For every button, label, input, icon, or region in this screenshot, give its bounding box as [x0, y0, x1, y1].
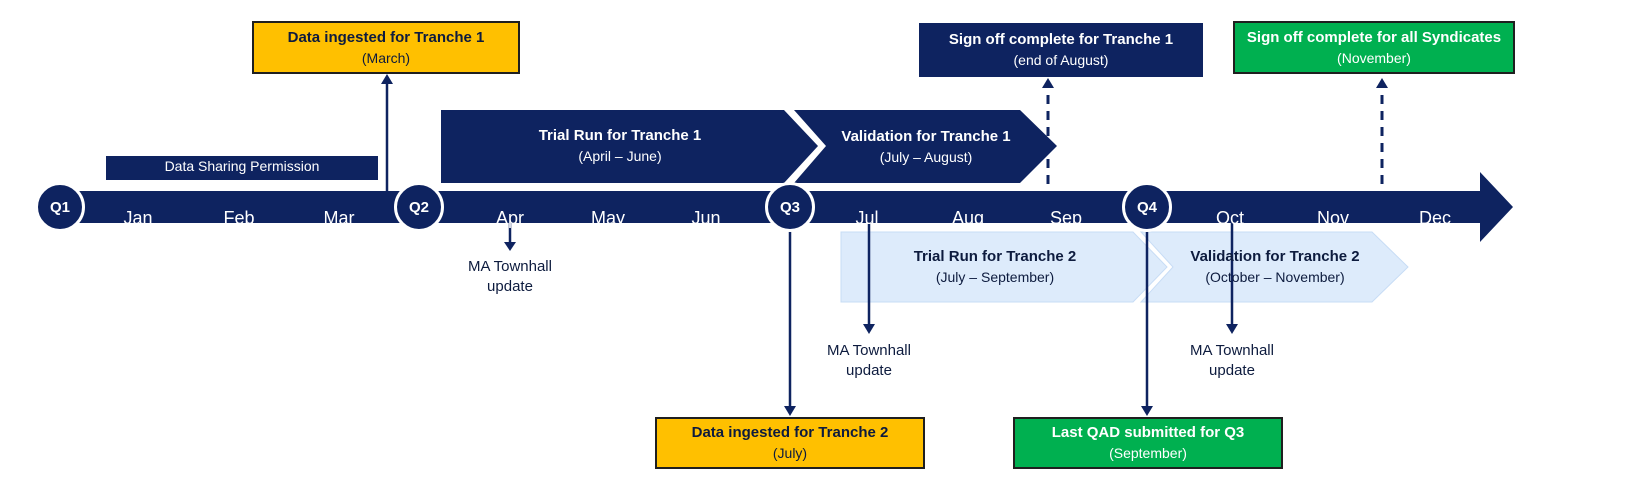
- month-feb: Feb: [223, 208, 255, 228]
- valid-t1-title: Validation for Tranche 1: [841, 128, 1011, 145]
- month-jan: Jan: [123, 208, 153, 228]
- townhall-oct-note: MA Townhall update: [1190, 342, 1274, 379]
- townhall-oct-arrowhead: [1226, 324, 1238, 334]
- valid-t1-sub: (July – August): [879, 149, 973, 165]
- month-dec: Dec: [1418, 208, 1451, 228]
- month-may: May: [590, 208, 625, 228]
- month-apr: Apr: [495, 208, 524, 228]
- last-qad-sub: (September): [1109, 445, 1187, 461]
- month-aug: Aug: [951, 208, 985, 228]
- quarter-q4: Q4: [1122, 182, 1172, 232]
- trial-t2-title: Trial Run for Tranche 2: [913, 248, 1077, 265]
- ingest-t2-box: Data ingested for Tranche 2 (July): [655, 417, 925, 469]
- last-qad-arrowhead: [1141, 406, 1153, 416]
- signoff-t1-box: Sign off complete for Tranche 1 (end of …: [919, 23, 1203, 77]
- quarter-q3: Q3: [765, 182, 815, 232]
- month-mar: Mar: [323, 208, 355, 228]
- month-sep: Sep: [1049, 208, 1083, 228]
- data-sharing-bar: [106, 156, 378, 180]
- trial-run-t1-chevron: [441, 110, 818, 183]
- ingest-t2-title: Data ingested for Tranche 2: [691, 424, 889, 441]
- ingest-t1-box: Data ingested for Tranche 1 (March): [252, 21, 520, 74]
- quarter-q1: Q1: [35, 182, 85, 232]
- townhall-apr-note: MA Townhall update: [468, 258, 552, 295]
- signoff-all-box: Sign off complete for all Syndicates (No…: [1233, 21, 1515, 74]
- signoff-all-sub: (November): [1337, 49, 1411, 66]
- valid-t1-text: Validation for Tranche 1 (July – August): [836, 114, 1016, 180]
- ingest-t1-sub: (March): [361, 49, 411, 66]
- signoff-all-arrowhead: [1376, 78, 1388, 88]
- month-jul: Jul: [855, 208, 879, 228]
- ingest-t1-title: Data ingested for Tranche 1: [287, 28, 485, 46]
- month-jun: Jun: [691, 208, 721, 228]
- ingest-t1-arrowhead: [381, 74, 393, 84]
- trial-t2-sub: (July – September): [935, 269, 1055, 285]
- valid-t2-sub: (October – November): [1205, 269, 1345, 285]
- signoff-t1-sub: (end of August): [1013, 52, 1109, 68]
- data-sharing-label: Data Sharing Permission: [164, 158, 320, 174]
- ingest-t2-sub: (July): [772, 445, 808, 461]
- signoff-all-title: Sign off complete for all Syndicates: [1246, 28, 1502, 46]
- month-oct: Oct: [1215, 208, 1244, 228]
- last-qad-box: Last QAD submitted for Q3 (September): [1013, 417, 1283, 469]
- trial-t2-text: Trial Run for Tranche 2 (July – Septembe…: [860, 237, 1130, 297]
- last-qad-title: Last QAD submitted for Q3: [1051, 424, 1245, 441]
- townhall-jul-note: MA Townhall update: [827, 342, 911, 379]
- signoff-t1-arrowhead: [1042, 78, 1054, 88]
- trial-t1-title: Trial Run for Tranche 1: [538, 127, 702, 144]
- townhall-jul-arrowhead: [863, 324, 875, 334]
- trial-run-t2-chevron: [840, 231, 1168, 303]
- validation-t2-chevron: [1139, 231, 1409, 303]
- quarter-q2: Q2: [394, 182, 444, 232]
- townhall-apr-arrowhead: [504, 242, 516, 251]
- valid-t2-text: Validation for Tranche 2 (October – Nove…: [1170, 237, 1380, 297]
- ingest-t2-arrowhead: [784, 406, 796, 416]
- trial-t1-text: Trial Run for Tranche 1 (April – June): [470, 116, 770, 176]
- month-nov: Nov: [1316, 208, 1349, 228]
- validation-t1-chevron: [794, 110, 1057, 183]
- trial-t1-sub: (April – June): [578, 148, 662, 164]
- signoff-t1-title: Sign off complete for Tranche 1: [948, 31, 1174, 48]
- valid-t2-title: Validation for Tranche 2: [1190, 248, 1360, 265]
